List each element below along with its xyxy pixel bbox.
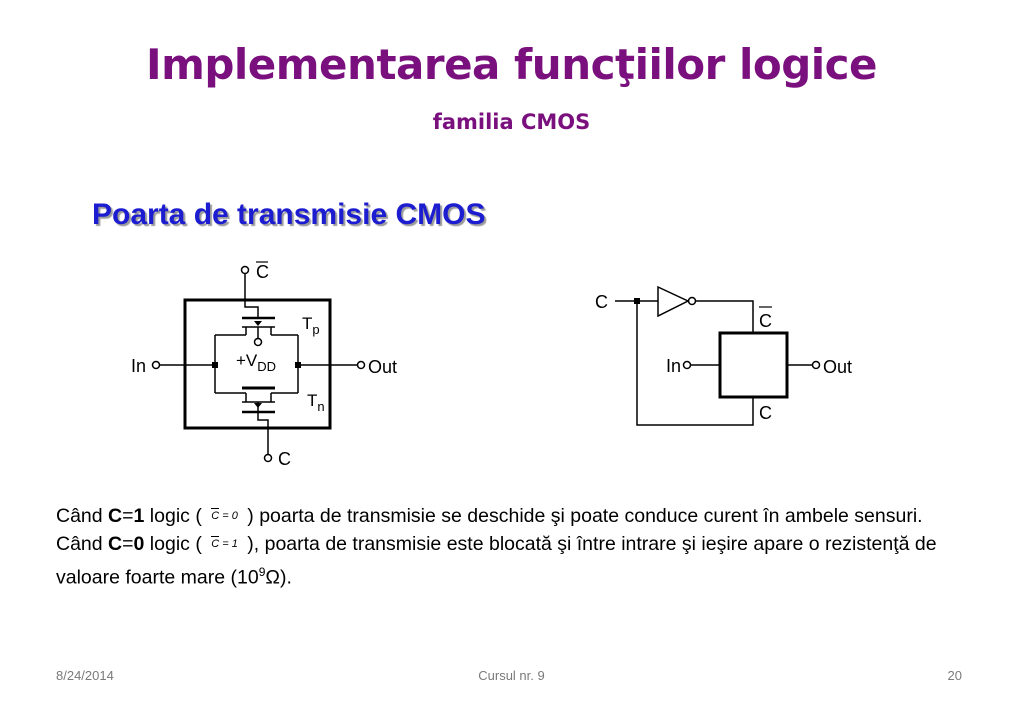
text-segment: = — [122, 533, 134, 555]
label-supply-main: +V — [236, 351, 258, 370]
slide-title: Implementarea funcţiilor logice — [145, 40, 878, 89]
text-segment: ), poarta de transmisie este blocată şi … — [56, 533, 937, 589]
footer-page-number: 20 — [947, 668, 962, 683]
label-tn-sub: n — [317, 399, 324, 414]
output-terminal — [356, 360, 366, 370]
text-value: 1 — [133, 505, 145, 527]
label-block-output: Out — [823, 357, 852, 377]
label-supply: +VDD — [236, 351, 276, 374]
label-supply-sub: DD — [257, 359, 276, 374]
pmos-body-node — [253, 337, 263, 347]
footer-course: Cursul nr. 9 — [478, 668, 545, 683]
footer-date: 8/24/2014 — [56, 668, 114, 683]
control-top-terminal — [240, 265, 250, 275]
paragraph-open: Când C=1 logic ( C = 0 ) poarta de trans… — [56, 502, 986, 530]
text-segment: logic ( — [144, 505, 208, 527]
block-input-terminal — [682, 360, 692, 370]
label-control-top: C — [256, 262, 269, 282]
inverter-bubble — [687, 296, 697, 306]
slide-subtitle: familia CMOS — [432, 110, 591, 134]
overline — [211, 536, 220, 537]
label-tp-main: T — [302, 314, 312, 333]
formula-var: C — [211, 538, 220, 550]
control-bottom-terminal — [263, 453, 273, 463]
junction-node — [634, 298, 640, 304]
explanation-text: Când C=1 logic ( C = 0 ) poarta de trans… — [56, 502, 986, 592]
gate-block — [718, 331, 789, 399]
text-segment: Când — [56, 533, 109, 555]
text-value: 0 — [133, 533, 145, 555]
text-segment: = — [122, 505, 134, 527]
label-control-bottom: C — [278, 449, 291, 469]
formula-value: = 1 — [219, 538, 238, 550]
label-block-top: C — [759, 311, 772, 331]
nmos-arrow — [254, 403, 262, 408]
junction-node — [212, 362, 218, 368]
label-tp-sub: p — [312, 322, 319, 337]
pmos-arrow — [254, 321, 262, 326]
paragraph-closed: Când C=0 logic ( C = 1 ), poarta de tran… — [56, 530, 986, 592]
text-var: C — [108, 505, 123, 527]
label-block-bottom: C — [759, 403, 772, 423]
label-tn: Tn — [307, 391, 325, 414]
label-input: In — [131, 356, 146, 376]
text-segment: ) poarta de transmisie se deschide şi po… — [241, 505, 923, 527]
block-output-terminal — [811, 360, 821, 370]
label-block-input: In — [666, 356, 681, 376]
circuit-box — [183, 298, 332, 430]
text-segment: ). — [279, 566, 292, 589]
exponent: 9 — [258, 565, 266, 579]
condition-formula: C = 1 — [207, 536, 242, 550]
section-heading: Poarta de transmisie CMOS — [92, 198, 486, 231]
label-control-right: C — [595, 292, 608, 312]
condition-formula: C = 0 — [207, 508, 242, 522]
text-segment: Când — [56, 505, 109, 527]
formula-var: C — [211, 510, 220, 522]
overline — [211, 508, 220, 509]
text-segment: logic ( — [144, 533, 208, 555]
label-output: Out — [368, 357, 397, 377]
formula-value: = 0 — [219, 510, 238, 522]
input-terminal — [151, 360, 161, 370]
text-var: C — [108, 533, 123, 555]
junction-node — [295, 362, 301, 368]
label-tn-main: T — [307, 391, 317, 410]
inverter-symbol — [657, 285, 690, 318]
unit-ohm: Ω — [265, 566, 280, 589]
label-tp: Tp — [302, 314, 320, 337]
